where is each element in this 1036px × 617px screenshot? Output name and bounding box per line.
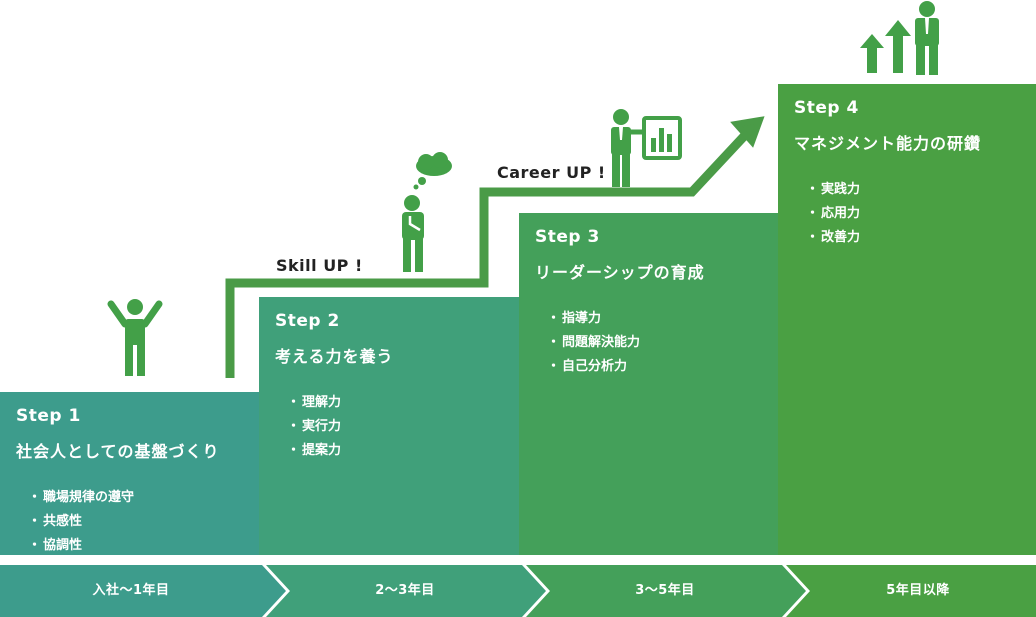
- list-item: 職場規律の遵守: [28, 486, 259, 510]
- growth-arrows-icon: [860, 20, 911, 73]
- person-presenting-icon: [611, 109, 646, 187]
- timeline-label-4: 5年目以降: [886, 583, 950, 598]
- step-1-block: Step 1 社会人としての基盤づくり 職場規律の遵守 共感性 協調性: [0, 392, 259, 555]
- list-item: 自己分析力: [547, 355, 778, 379]
- step-1-skill-list: 職場規律の遵守 共感性 協調性: [16, 486, 259, 558]
- list-item: 改善力: [806, 226, 1036, 250]
- businessman-icon: [915, 1, 939, 75]
- step-1-title: 社会人としての基盤づくり: [16, 442, 220, 461]
- thought-cloud-icon: [413, 152, 452, 190]
- timeline-label-1: 入社〜1年目: [92, 583, 170, 598]
- step-2-block: Step 2 考える力を養う 理解力 実行力 提案力: [259, 297, 519, 555]
- step-2-skill-list: 理解力 実行力 提案力: [275, 391, 519, 463]
- list-item: 理解力: [287, 391, 519, 415]
- list-item: 協調性: [28, 534, 259, 558]
- person-thinking-icon: [402, 195, 424, 272]
- skill-up-callout: Skill UP !: [276, 256, 363, 275]
- step-2-title: 考える力を養う: [275, 347, 394, 366]
- step-4-number: Step 4: [794, 98, 859, 118]
- bar-chart-board-icon: [642, 116, 682, 160]
- list-item: 問題解決能力: [547, 331, 778, 355]
- career-up-callout: Career UP !: [497, 163, 606, 182]
- timeline-label-3: 3〜5年目: [635, 583, 695, 598]
- person-arms-up-icon: [107, 299, 163, 376]
- step-3-block: Step 3 リーダーシップの育成 指導力 問題解決能力 自己分析力: [519, 213, 778, 555]
- step-2-number: Step 2: [275, 311, 340, 331]
- list-item: 応用力: [806, 202, 1036, 226]
- timeline-label-2: 2〜3年目: [375, 583, 435, 598]
- list-item: 指導力: [547, 307, 778, 331]
- step-3-number: Step 3: [535, 227, 600, 247]
- list-item: 実行力: [287, 415, 519, 439]
- step-1-number: Step 1: [16, 406, 81, 426]
- step-3-skill-list: 指導力 問題解決能力 自己分析力: [535, 307, 778, 379]
- step-3-title: リーダーシップの育成: [535, 263, 705, 282]
- step-4-title: マネジメント能力の研鑽: [794, 134, 982, 153]
- timeline-band: [0, 565, 1036, 617]
- list-item: 共感性: [28, 510, 259, 534]
- list-item: 実践力: [806, 178, 1036, 202]
- step-4-skill-list: 実践力 応用力 改善力: [794, 178, 1036, 250]
- step-4-block: Step 4 マネジメント能力の研鑽 実践力 応用力 改善力: [778, 84, 1036, 555]
- list-item: 提案力: [287, 439, 519, 463]
